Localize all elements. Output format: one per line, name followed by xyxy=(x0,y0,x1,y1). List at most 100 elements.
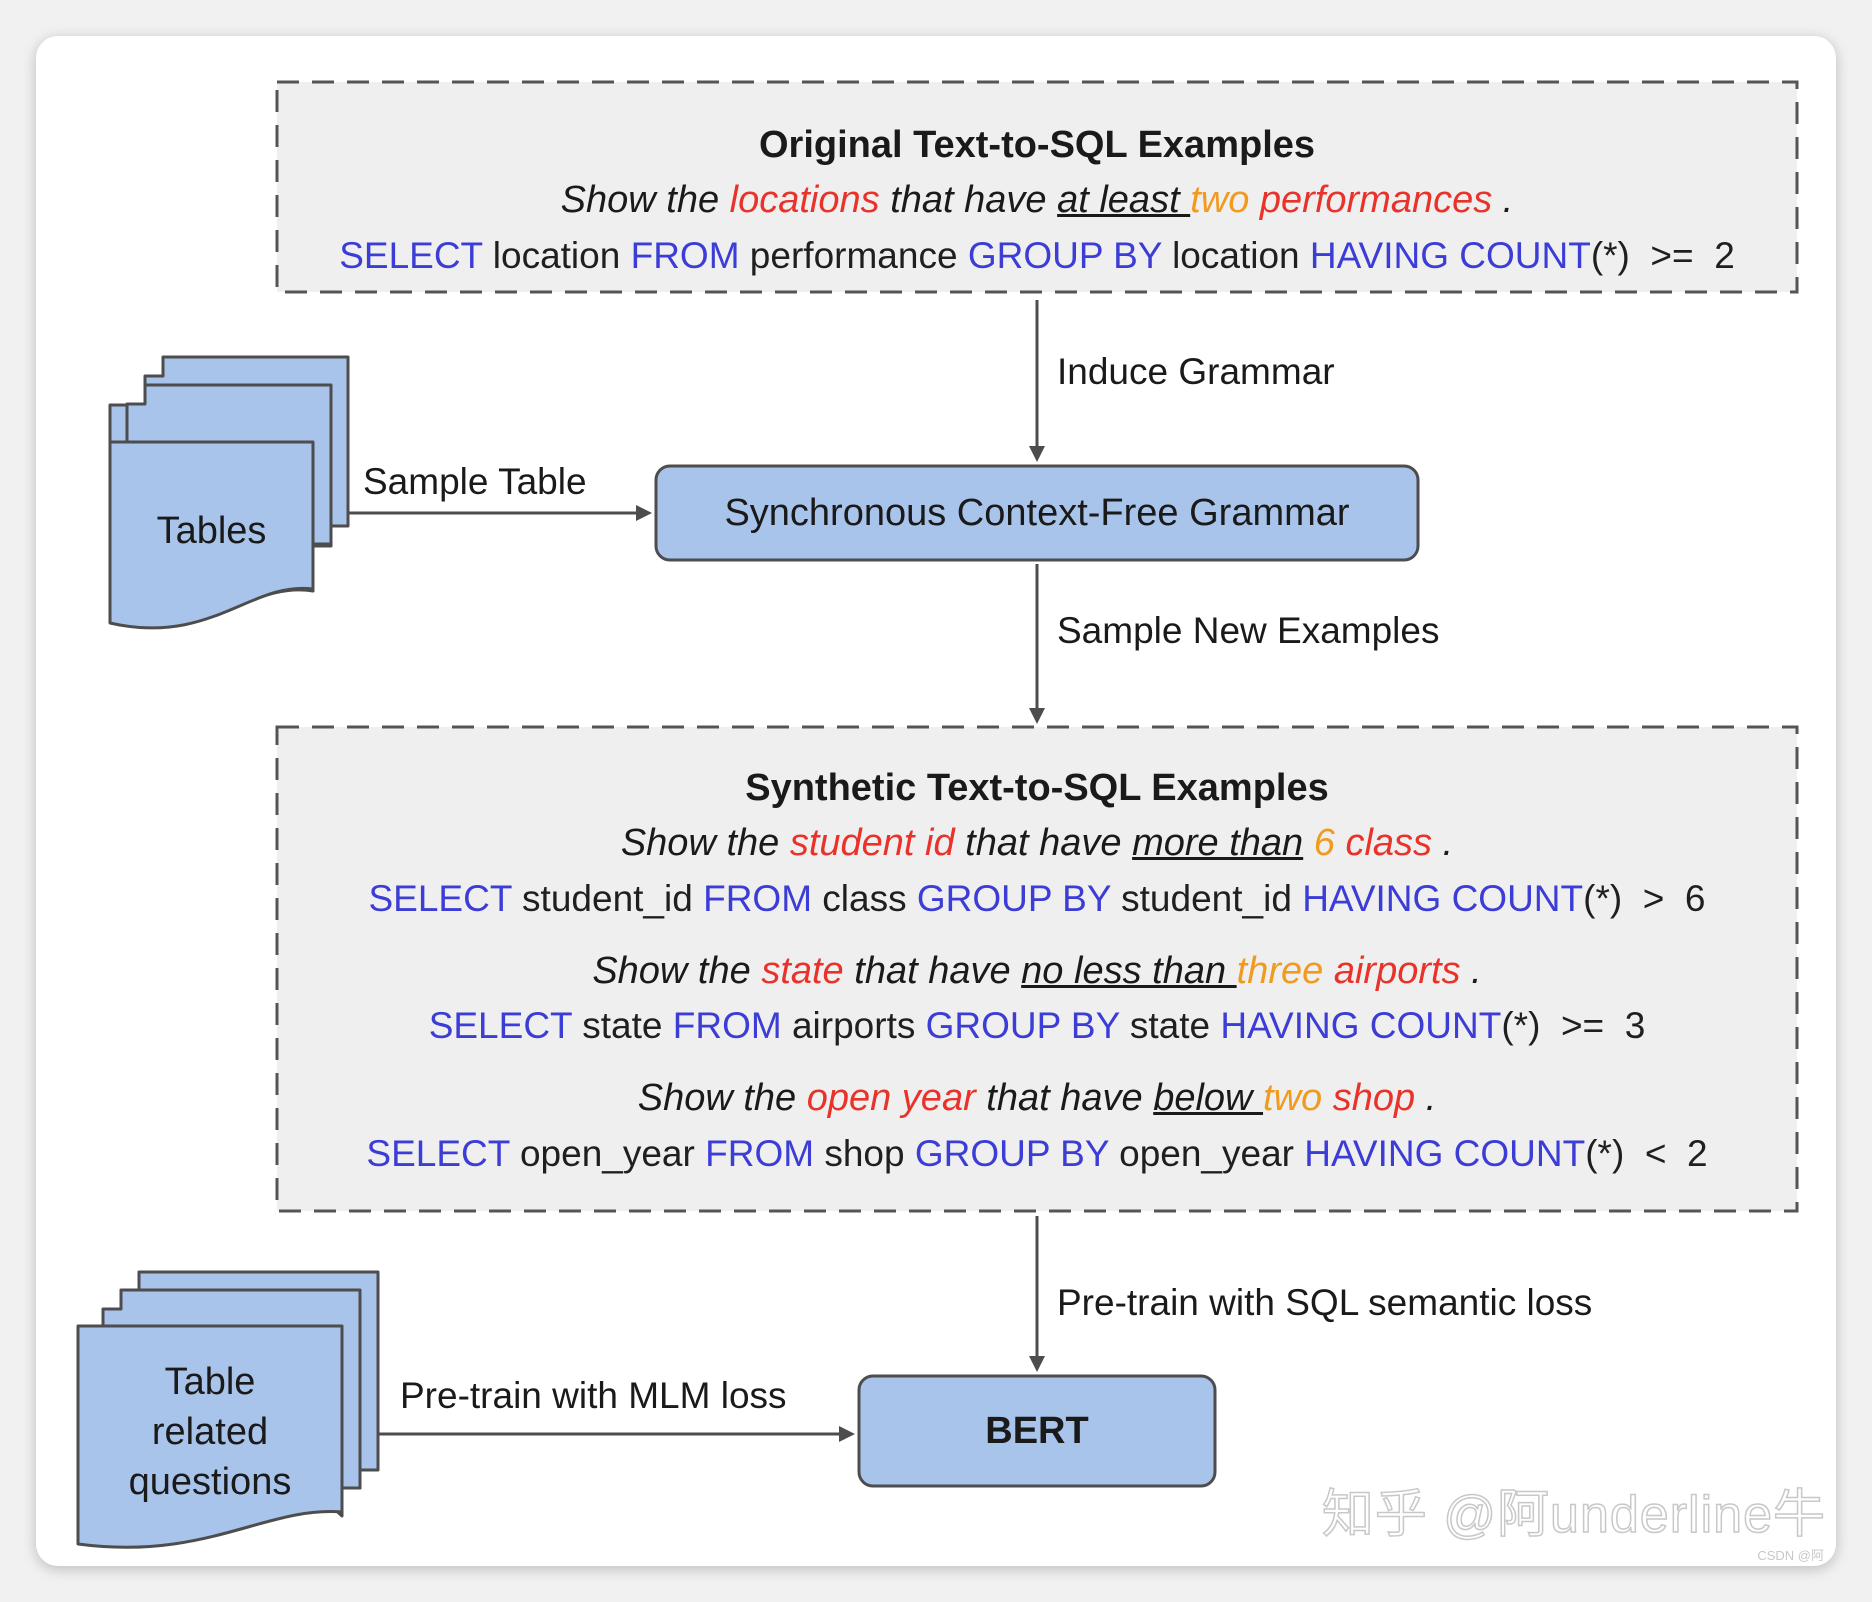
csdn-watermark: CSDN @阿 xyxy=(1757,1548,1824,1563)
original-sql: SELECT location FROM performance GROUP B… xyxy=(277,237,1797,274)
text-segment: state xyxy=(571,1005,673,1046)
text-segment: that have xyxy=(843,950,1022,992)
column-phrase: locations xyxy=(729,179,880,221)
original-box-title: Original Text-to-SQL Examples xyxy=(758,124,1316,166)
text-segment: Show the xyxy=(560,179,730,221)
scfg-node xyxy=(654,464,1420,562)
text-segment: location xyxy=(482,235,631,276)
diagram-shapes xyxy=(76,80,1799,1549)
scfg-label: Synchronous Context-Free Grammar xyxy=(724,492,1350,534)
synthetic-sql-2: SELECT state FROM airports GROUP BY stat… xyxy=(277,1007,1797,1044)
text-segment: . xyxy=(1460,950,1482,992)
sql-keyword: SELECT xyxy=(339,235,483,276)
synthetic-sql-3: SELECT open_year FROM shop GROUP BY open… xyxy=(277,1135,1797,1172)
condition-phrase: more than xyxy=(1132,822,1304,864)
induce-grammar-arrowhead xyxy=(1029,446,1045,462)
text-segment: (*) < 2 xyxy=(1585,1133,1708,1174)
sql-keyword: GROUP BY xyxy=(967,235,1162,276)
sql-keyword: SELECT xyxy=(428,1005,572,1046)
number-phrase: two xyxy=(1263,1077,1323,1119)
text-segment: open_year xyxy=(509,1133,706,1174)
text-segment: . xyxy=(1415,1077,1437,1119)
sql-keyword: FROM xyxy=(705,1133,815,1174)
text-segment: open_year xyxy=(1108,1133,1305,1174)
column-phrase: airports xyxy=(1333,950,1461,992)
synthetic-question-3: Show the open year that have below two s… xyxy=(277,1079,1797,1117)
text-segment xyxy=(1303,822,1314,864)
column-phrase: open year xyxy=(806,1077,976,1119)
text-segment: that have xyxy=(954,822,1133,864)
text-segment: . xyxy=(1492,179,1514,221)
sample-table-label: Sample Table xyxy=(363,461,587,502)
original-question: Show the locations that have at least tw… xyxy=(277,181,1797,219)
synthetic-question-1: Show the student id that have more than … xyxy=(277,824,1797,862)
text-segment: student_id xyxy=(511,878,704,919)
text-segment: Show the xyxy=(637,1077,807,1119)
text-segment: airports xyxy=(781,1005,926,1046)
number-phrase: three xyxy=(1236,950,1324,992)
number-phrase: two xyxy=(1190,179,1250,221)
tables-doc-stack xyxy=(108,355,350,630)
column-phrase: class xyxy=(1345,822,1433,864)
diagram-canvas: Original Text-to-SQL Examples Show the l… xyxy=(36,36,1836,1566)
text-segment: (*) >= 2 xyxy=(1590,235,1735,276)
text-segment: Show the xyxy=(592,950,762,992)
sql-keyword: HAVING COUNT xyxy=(1220,1005,1502,1046)
text-segment: class xyxy=(812,878,917,919)
tables-doc xyxy=(108,440,315,630)
bert-label: BERT xyxy=(985,1410,1089,1452)
questions-doc xyxy=(76,1324,344,1549)
text-segment: location xyxy=(1161,235,1310,276)
text-segment: . xyxy=(1432,822,1454,864)
table-questions-line: Table xyxy=(164,1361,256,1403)
table-questions-label: Table related questions xyxy=(78,1357,342,1507)
sql-keyword: FROM xyxy=(630,235,740,276)
pretrain-mlm-arrowhead xyxy=(839,1426,855,1442)
condition-phrase: at least xyxy=(1057,179,1191,221)
bert-node xyxy=(857,1374,1217,1488)
text-segment: that have xyxy=(975,1077,1154,1119)
number-phrase: 6 xyxy=(1313,822,1335,864)
condition-phrase: no less than xyxy=(1021,950,1237,992)
text-segment: (*) >= 3 xyxy=(1501,1005,1646,1046)
sql-keyword: HAVING COUNT xyxy=(1304,1133,1586,1174)
sample-new-examples-label: Sample New Examples xyxy=(1057,610,1440,651)
original-examples-box xyxy=(275,80,1799,294)
text-segment: student_id xyxy=(1110,878,1303,919)
pretrain-mlm-label: Pre-train with MLM loss xyxy=(400,1375,787,1416)
text-segment: performance xyxy=(739,235,968,276)
table-questions-line: related xyxy=(151,1411,269,1453)
column-phrase: state xyxy=(761,950,844,992)
text-segment: (*) > 6 xyxy=(1583,878,1706,919)
condition-phrase: below xyxy=(1153,1077,1264,1119)
text-segment: Show the xyxy=(620,822,790,864)
sql-keyword: SELECT xyxy=(368,878,512,919)
tables-label: Tables xyxy=(156,510,267,552)
text-segment xyxy=(1323,950,1334,992)
table-questions-line: questions xyxy=(128,1461,292,1503)
sql-keyword: FROM xyxy=(703,878,813,919)
text-segment: state xyxy=(1119,1005,1221,1046)
text-segment xyxy=(1335,822,1346,864)
text-segment xyxy=(1322,1077,1333,1119)
sql-keyword: FROM xyxy=(672,1005,782,1046)
questions-doc-stack xyxy=(76,1270,380,1549)
sql-keyword: GROUP BY xyxy=(925,1005,1120,1046)
watermark: 知乎 @阿underline牛 xyxy=(1321,1486,1826,1544)
pretrain-sql-arrowhead xyxy=(1029,1356,1045,1372)
column-phrase: shop xyxy=(1332,1077,1416,1119)
induce-grammar-label: Induce Grammar xyxy=(1057,351,1335,392)
synthetic-examples-box xyxy=(275,725,1799,1213)
sql-keyword: GROUP BY xyxy=(914,1133,1109,1174)
column-phrase: student id xyxy=(789,822,955,864)
sample-table-arrowhead xyxy=(636,505,652,521)
text-segment xyxy=(1249,179,1260,221)
synthetic-question-2: Show the state that have no less than th… xyxy=(277,952,1797,990)
sql-keyword: SELECT xyxy=(366,1133,510,1174)
sql-keyword: HAVING COUNT xyxy=(1309,235,1591,276)
synthetic-sql-1: SELECT student_id FROM class GROUP BY st… xyxy=(277,880,1797,917)
sql-keyword: GROUP BY xyxy=(916,878,1111,919)
sql-keyword: HAVING COUNT xyxy=(1302,878,1584,919)
column-phrase: performances xyxy=(1259,179,1493,221)
sample-examples-arrowhead xyxy=(1029,708,1045,724)
